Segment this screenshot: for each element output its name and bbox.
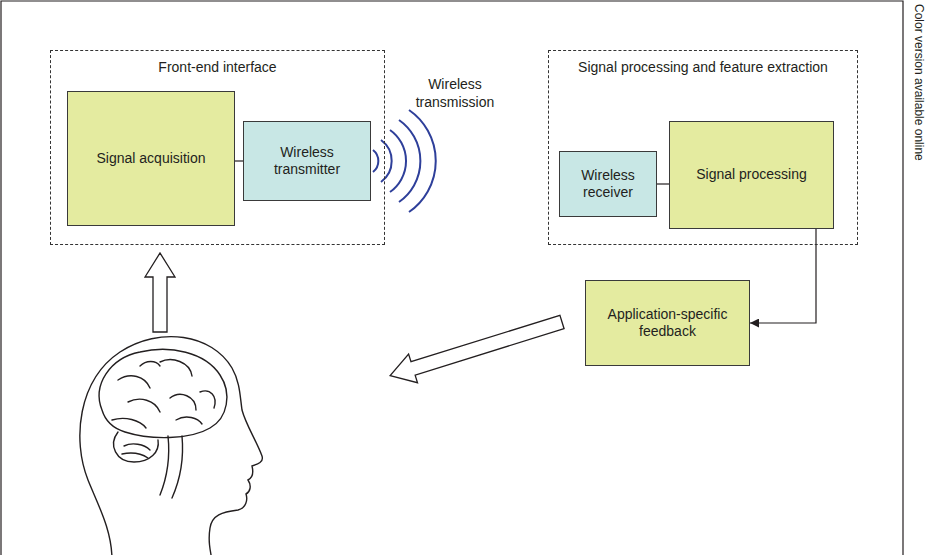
box-label: Signal processing <box>696 166 807 184</box>
box-label: Wireless receiver <box>568 167 648 202</box>
dashed-group-box: Front-end interfaceSignal acquisition Wir… <box>50 50 385 245</box>
connector-line <box>657 183 669 184</box>
dashed-group-box: Signal processing and feature extraction… <box>548 50 858 245</box>
group-heading: Signal processing and feature extraction <box>549 51 857 77</box>
transmission-label: Wireless transmission <box>395 76 515 111</box>
connector-line <box>235 160 243 161</box>
box-label: Application-specific feedback <box>594 306 741 341</box>
feedback-box: Application-specific feedback <box>585 280 750 366</box>
head-illustration <box>80 337 263 555</box>
group-heading: Front-end interface <box>51 51 384 77</box>
hollow-arrow <box>145 253 175 332</box>
box-label: Signal acquisition <box>97 150 206 168</box>
connector-arrow <box>750 229 816 323</box>
process-box: Signal acquisition <box>67 91 235 226</box>
hollow-arrow <box>386 308 567 390</box>
figure-frame <box>1 1 903 555</box>
process-box: Wireless receiver <box>559 151 657 217</box>
box-label: Wireless transmitter <box>252 144 362 179</box>
radio-waves <box>373 110 436 212</box>
process-box: Wireless transmitter <box>243 121 371 201</box>
watermark-note: Color version available online <box>911 4 926 161</box>
process-box: Signal processing <box>669 121 834 229</box>
